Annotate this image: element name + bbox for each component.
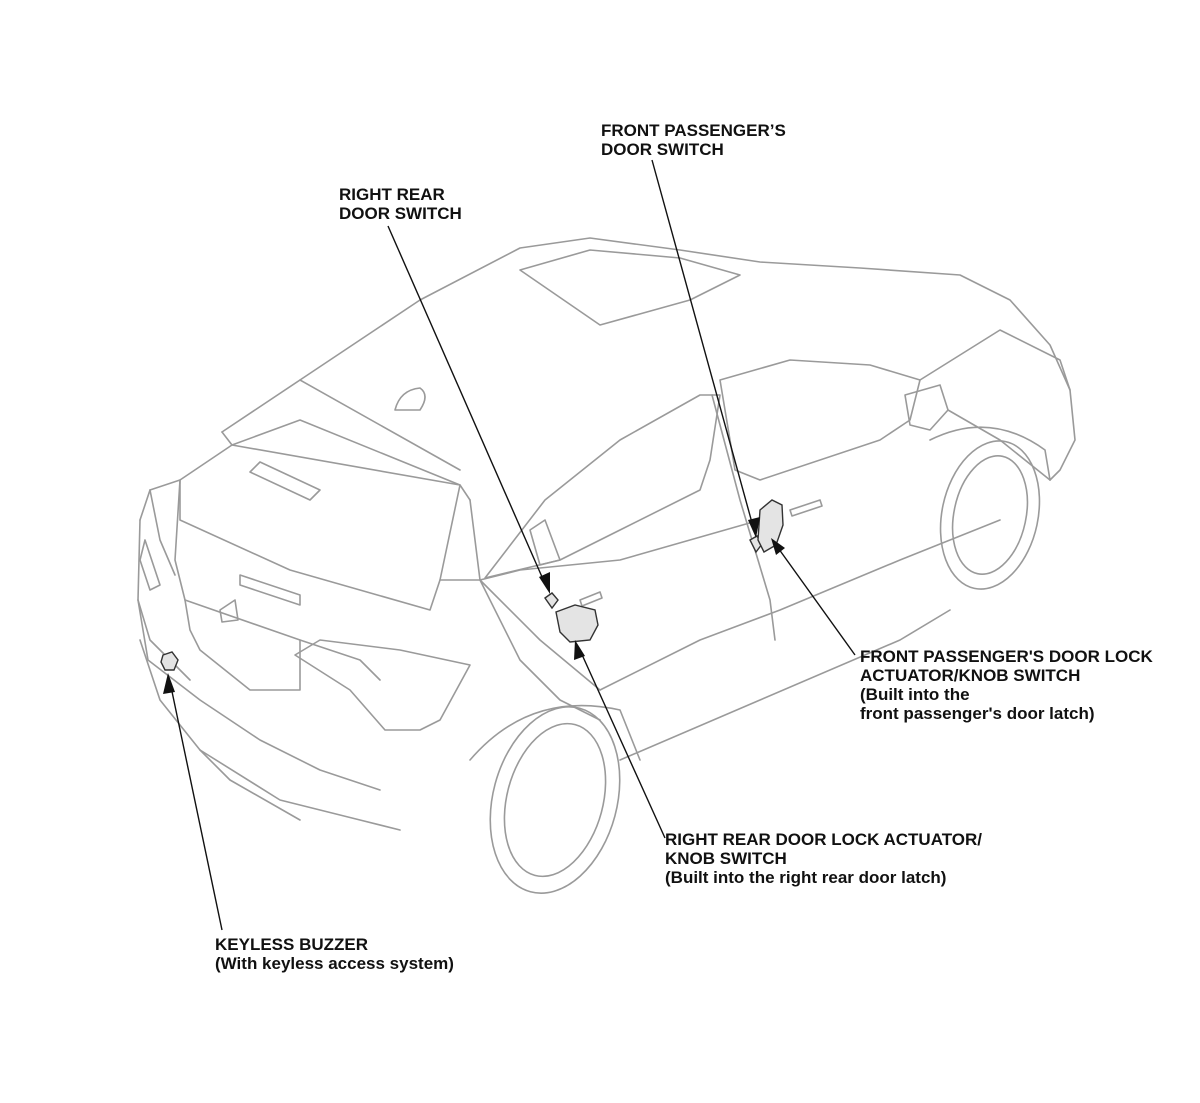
arrow-keyless-buzzer — [163, 673, 175, 694]
car-outline — [137, 237, 1076, 894]
leader-right-rear-door-lock-actuator — [578, 647, 666, 839]
front-passenger-door-lock-actuator-part — [757, 499, 784, 553]
arrow-right-rear-door-lock-actuator — [574, 640, 585, 660]
parts — [160, 499, 784, 671]
label-right-rear-door-lock-actuator: RIGHT REAR DOOR LOCK ACTUATOR/ KNOB SWIT… — [665, 830, 983, 887]
keyless-buzzer-part — [160, 651, 179, 671]
label-right-rear-door-switch: RIGHT REAR DOOR SWITCH — [339, 185, 462, 223]
leader-front-passenger-door-switch — [651, 159, 755, 531]
label-front-passenger-door-switch: FRONT PASSENGER’S DOOR SWITCH — [601, 121, 786, 159]
right-rear-door-lock-actuator-part — [555, 604, 599, 643]
label-keyless-buzzer: KEYLESS BUZZER (With keyless access syst… — [215, 935, 454, 973]
leader-right-rear-door-switch — [387, 225, 547, 587]
leader-lines — [163, 159, 856, 931]
right-rear-door-switch-part — [544, 592, 559, 610]
leader-keyless-buzzer — [169, 681, 223, 931]
arrow-right-rear-door-switch — [539, 572, 550, 594]
label-front-passenger-door-lock-actuator: FRONT PASSENGER'S DOOR LOCK ACTUATOR/KNO… — [860, 647, 1153, 723]
arrow-front-passenger-door-switch — [748, 517, 760, 538]
arrow-front-passenger-door-lock-actuator — [771, 538, 785, 555]
leader-front-passenger-door-lock-actuator — [775, 544, 856, 656]
